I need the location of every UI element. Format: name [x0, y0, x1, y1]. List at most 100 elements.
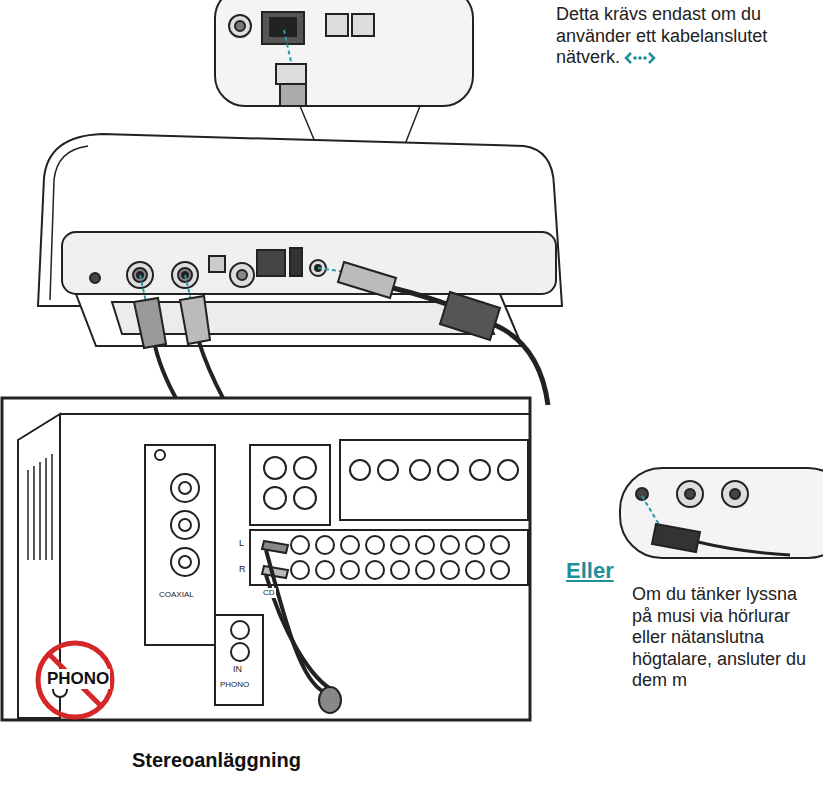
ethernet-icon-part — [638, 57, 642, 61]
prohibition-sign — [38, 643, 112, 717]
ethernet-inset-part — [229, 15, 251, 37]
stereo-system-part-part — [441, 536, 459, 554]
power-cable-part — [393, 288, 452, 306]
stereo-system-part-part — [316, 561, 334, 579]
ethernet-icon-part — [649, 53, 654, 63]
stereo-system-part — [266, 575, 336, 692]
rca-cable-part — [140, 275, 146, 302]
stereo-system-part-part — [466, 561, 484, 579]
stereo-system-part-part — [391, 536, 409, 554]
headphone-inset-part — [636, 488, 648, 500]
headphone-inset-part — [642, 496, 660, 526]
music-player-device-part — [90, 273, 100, 283]
stereo-system-part — [266, 550, 324, 692]
ethernet-inset-part — [262, 12, 304, 44]
channel-label: L — [238, 538, 245, 549]
headphone-inset-part — [730, 489, 740, 499]
stereo-system-part — [171, 548, 199, 576]
stereo-system-part — [179, 519, 191, 531]
stereo-system-part — [294, 457, 316, 479]
headphone-inset-part — [698, 542, 790, 555]
stereo-system-part — [350, 460, 370, 480]
ethernet-inset-part — [215, 0, 473, 106]
music-player-device-part — [257, 250, 285, 276]
stereo-system-part-part — [33, 466, 35, 560]
stereo-system-part-part — [51, 454, 53, 560]
power-cable-part — [495, 325, 548, 405]
stereo-system-part — [264, 487, 286, 509]
stereo-system-part-part — [441, 561, 459, 579]
device-caption: Stereoanläggning — [132, 748, 301, 772]
stereo-system-part-part — [366, 561, 384, 579]
port-label: PHONO — [219, 680, 250, 690]
rca-cable-part — [134, 298, 166, 348]
stereo-system-part — [410, 460, 430, 480]
ethernet-icon-part — [633, 57, 637, 61]
headphone-inset-part — [620, 468, 823, 558]
port-label: CD — [262, 588, 276, 598]
stereo-system-part — [250, 445, 330, 525]
stereo-system-part — [215, 615, 263, 705]
ethernet-inset-part — [235, 21, 245, 31]
stereo-system-part-part — [341, 561, 359, 579]
ethernet-icon-part — [643, 57, 647, 61]
headphone-inset-part — [677, 481, 703, 507]
power-cable — [318, 262, 548, 405]
stereo-system-part-part — [466, 536, 484, 554]
stereo-system-part — [294, 487, 316, 509]
stereo-system-part — [470, 460, 490, 480]
channel-label: R — [238, 564, 247, 575]
music-player-device-part — [62, 232, 556, 294]
ethernet-inset-part — [270, 18, 296, 36]
headphone-inset — [620, 468, 823, 558]
ethernet-inset-part — [280, 84, 306, 106]
ethernet-inset-part — [284, 30, 292, 66]
stereo-system-part — [319, 687, 341, 713]
stereo-system-part — [340, 440, 528, 520]
ethernet-inset-part — [276, 64, 306, 84]
prohibition-sign-part — [38, 643, 112, 717]
stereo-system-part-part — [416, 561, 434, 579]
headphone-inset-part — [652, 524, 700, 552]
stereo-system-part — [231, 621, 249, 639]
stereo-system-part — [250, 530, 528, 585]
stereo-system-part-part — [291, 536, 309, 554]
ethernet-icon — [624, 51, 656, 65]
stereo-system-part — [145, 445, 215, 645]
stereo-system-part-part — [39, 462, 41, 560]
headphone-inset-part — [685, 489, 695, 499]
network-note: Detta krävs endast om du använder ett ka… — [556, 4, 818, 69]
stereo-system-part-part — [491, 536, 509, 554]
stereo-system-part — [179, 556, 191, 568]
power-cable-part — [440, 292, 500, 340]
stereo-system-part — [28, 454, 52, 560]
port-label: IN — [232, 664, 243, 675]
stereo-system-part — [264, 457, 286, 479]
stereo-system-part — [179, 482, 191, 494]
stereo-system-part — [231, 643, 249, 661]
music-player-device-part — [290, 248, 302, 276]
ethernet-icon-part — [626, 53, 631, 63]
music-player-device-part — [230, 263, 254, 287]
music-player-device-part — [209, 256, 225, 272]
music-player-device-part — [237, 270, 247, 280]
music-player-device-part — [112, 302, 494, 334]
stereo-system-part — [171, 511, 199, 539]
stereo-system-part-part — [416, 536, 434, 554]
stereo-system — [2, 398, 530, 720]
phono-warning: PHONO — [46, 669, 110, 689]
ethernet-inset-part — [326, 14, 348, 36]
stereo-system-part — [378, 460, 398, 480]
power-cable-part — [338, 262, 396, 298]
stereo-system-part — [438, 460, 458, 480]
stereo-system-part — [155, 450, 165, 460]
stereo-system-part — [291, 536, 509, 579]
music-player-device-part — [38, 134, 562, 306]
ethernet-inset-part — [352, 14, 374, 36]
stereo-system-part — [498, 460, 518, 480]
stereo-system-part-part — [366, 536, 384, 554]
headphone-note: Om du tänker lyssna på musi via hörlurar… — [632, 584, 818, 692]
stereo-system-part-part — [391, 561, 409, 579]
stereo-system-part-part — [27, 470, 29, 560]
